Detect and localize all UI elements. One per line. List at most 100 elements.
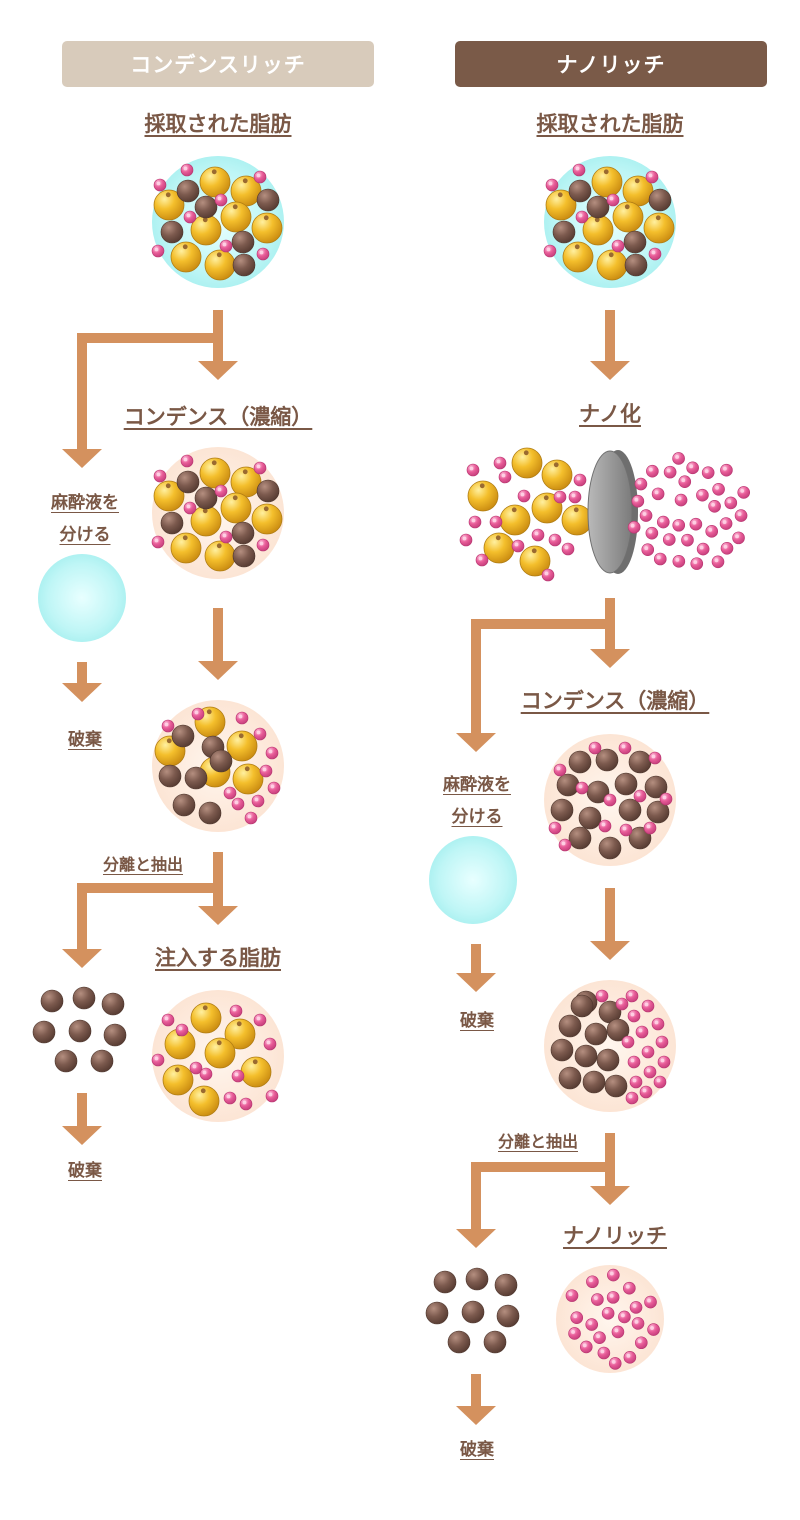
stem-cell-highlight — [556, 493, 561, 498]
stem-cell — [720, 541, 734, 555]
label-right-collected-fat: 採取された脂肪 — [536, 112, 684, 136]
stem-cell — [601, 1307, 615, 1320]
arrow-head — [590, 361, 630, 380]
dead-cell — [550, 798, 574, 822]
dead-cell — [586, 780, 610, 804]
filter-disc — [587, 450, 633, 574]
stem-cell — [686, 461, 699, 475]
stem-cell-highlight — [496, 459, 501, 464]
stem-cell — [672, 452, 685, 465]
stem-cell-highlight — [654, 490, 659, 495]
stem-cell-highlight — [217, 196, 222, 201]
arrow-head — [456, 733, 496, 752]
stem-cell-highlight — [546, 247, 551, 252]
stem-cell — [645, 170, 659, 184]
right-arrow-down-2 — [590, 888, 630, 960]
stem-cell-highlight — [256, 1016, 261, 1021]
stem-cell-highlight — [164, 1016, 169, 1021]
dead-cell — [558, 1066, 582, 1090]
stem-cell — [231, 1069, 245, 1083]
dead-cell — [101, 992, 125, 1016]
fat-cell — [220, 201, 252, 233]
dead-cell — [433, 1270, 457, 1294]
stem-cell-highlight — [642, 1088, 647, 1093]
fat-cell-nucleus — [655, 215, 661, 221]
dead-cell — [578, 806, 602, 830]
label-left-anesthesia: 麻酔液を 分ける — [51, 487, 119, 551]
stem-cell-highlight — [183, 457, 188, 462]
stem-cell — [153, 469, 167, 483]
stem-cell — [619, 823, 633, 837]
stem-cell-highlight — [544, 571, 549, 576]
dead-cell — [194, 195, 218, 219]
stem-cell — [633, 789, 647, 803]
dead-cell — [586, 195, 610, 219]
stem-cell — [229, 1004, 243, 1018]
stem-cell — [719, 517, 733, 530]
stem-cell — [597, 1346, 611, 1360]
stem-cell-highlight — [254, 797, 259, 802]
stem-cell — [593, 1331, 606, 1345]
stem-cell-highlight — [656, 1078, 661, 1083]
stem-cell — [572, 163, 586, 177]
stem-cell-highlight — [677, 496, 682, 501]
stem-cell — [568, 490, 582, 504]
stem-cell-highlight — [692, 520, 697, 525]
dead-cell — [606, 1018, 630, 1042]
stem-cell — [611, 1325, 625, 1339]
stem-cell — [183, 501, 197, 515]
dead-cell — [624, 253, 648, 277]
left-collected-fat-cluster — [151, 156, 284, 288]
stem-cell — [631, 1317, 645, 1330]
arrow-head — [198, 906, 238, 925]
stem-cell — [151, 535, 165, 549]
stem-cell — [623, 1351, 637, 1364]
stem-cell — [265, 746, 279, 760]
fat-cell-nucleus — [511, 507, 517, 513]
arrow-branch-line — [77, 883, 222, 951]
dead-cell — [646, 800, 670, 824]
fat-cell-nucleus — [242, 469, 248, 475]
dead-cell — [160, 220, 184, 244]
stem-cell-highlight — [561, 841, 566, 846]
fat-cell-nucleus — [263, 215, 269, 221]
fat-cell-nucleus — [216, 543, 222, 549]
fat-cell-nucleus — [236, 1021, 242, 1027]
stem-cell — [570, 1311, 584, 1325]
stem-cell — [606, 193, 620, 207]
stem-cell-highlight — [740, 488, 745, 493]
stem-cell-highlight — [634, 1319, 639, 1324]
stem-cell — [608, 1357, 622, 1370]
stem-cell — [708, 500, 721, 513]
stem-cell — [183, 210, 197, 224]
stem-cell — [696, 488, 709, 502]
dead-cell — [574, 1044, 598, 1068]
stem-cell-highlight — [548, 181, 553, 186]
dead-cell — [618, 798, 642, 822]
header-nano-rich: ナノリッチ — [455, 41, 767, 87]
stem-cell — [607, 1268, 620, 1282]
dead-cell — [494, 1273, 518, 1297]
stem-cell — [231, 797, 245, 811]
fat-cell — [531, 492, 563, 524]
fat-cell-nucleus — [200, 1088, 206, 1094]
stem-cell — [541, 568, 555, 582]
stem-cell — [634, 1336, 648, 1350]
stem-cell-highlight — [256, 730, 261, 735]
stem-cell — [595, 989, 609, 1003]
fat-cell — [190, 1002, 222, 1034]
stem-cell-highlight — [568, 1292, 573, 1297]
stem-cell — [256, 247, 270, 261]
stem-cell-highlight — [186, 213, 191, 218]
stem-cell — [625, 1091, 639, 1105]
left-arrow-down-2 — [198, 608, 238, 680]
fat-cell-nucleus — [238, 733, 244, 739]
right-branch-arrow-1 — [456, 598, 630, 752]
stem-cell — [651, 487, 665, 501]
dead-cell — [628, 826, 652, 850]
fat-cell-nucleus — [165, 483, 171, 489]
stem-cell — [618, 1310, 631, 1324]
stem-cell-highlight — [247, 814, 252, 819]
stem-cell — [611, 239, 625, 253]
stem-cell-highlight — [556, 766, 561, 771]
